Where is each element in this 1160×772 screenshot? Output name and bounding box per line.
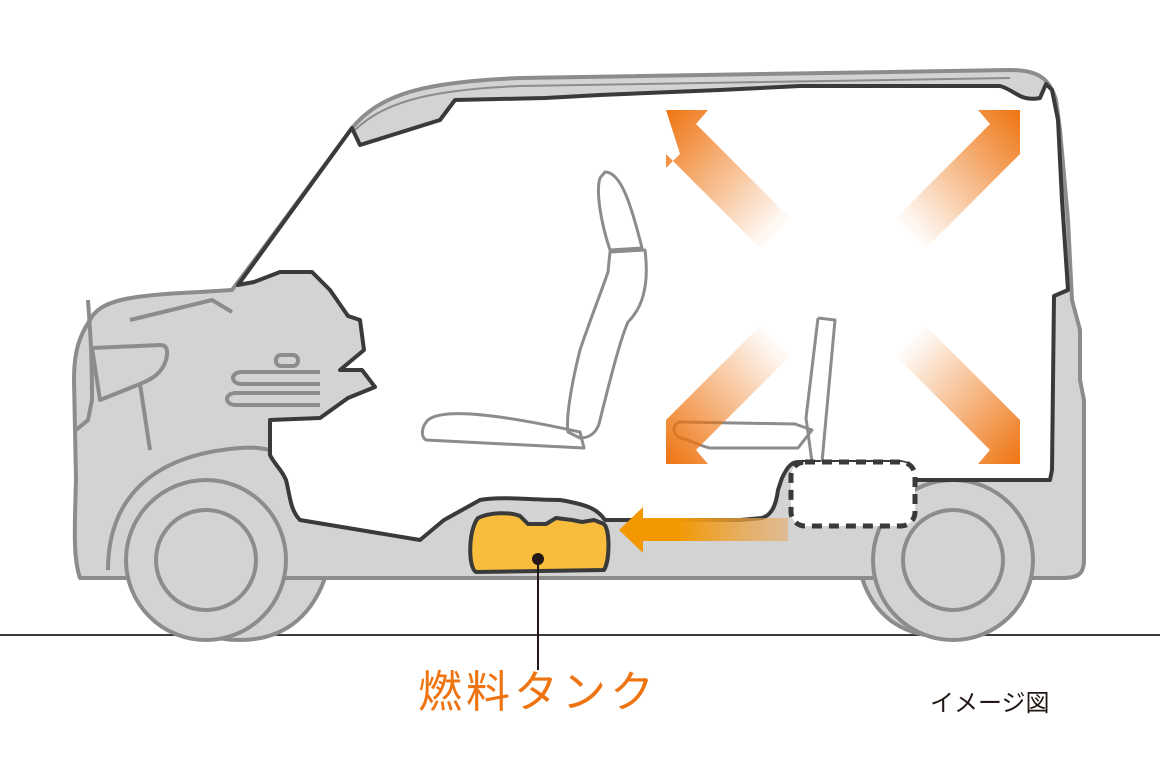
relocation-arrow	[619, 507, 788, 553]
arrow-up-left-icon	[666, 110, 790, 248]
image-note-label: イメージ図	[930, 689, 1050, 717]
arrow-down-right-icon	[896, 326, 1020, 464]
arrow-down-left-icon	[666, 326, 790, 464]
expansion-arrows	[666, 110, 1020, 464]
arrow-up-right-icon	[896, 110, 1020, 248]
previous-tank-position	[788, 459, 918, 529]
cabin-space	[236, 82, 1070, 542]
fuel-tank-label: 燃料タンク	[418, 667, 658, 718]
front-seat	[420, 170, 648, 450]
fuel-tank	[468, 511, 611, 574]
